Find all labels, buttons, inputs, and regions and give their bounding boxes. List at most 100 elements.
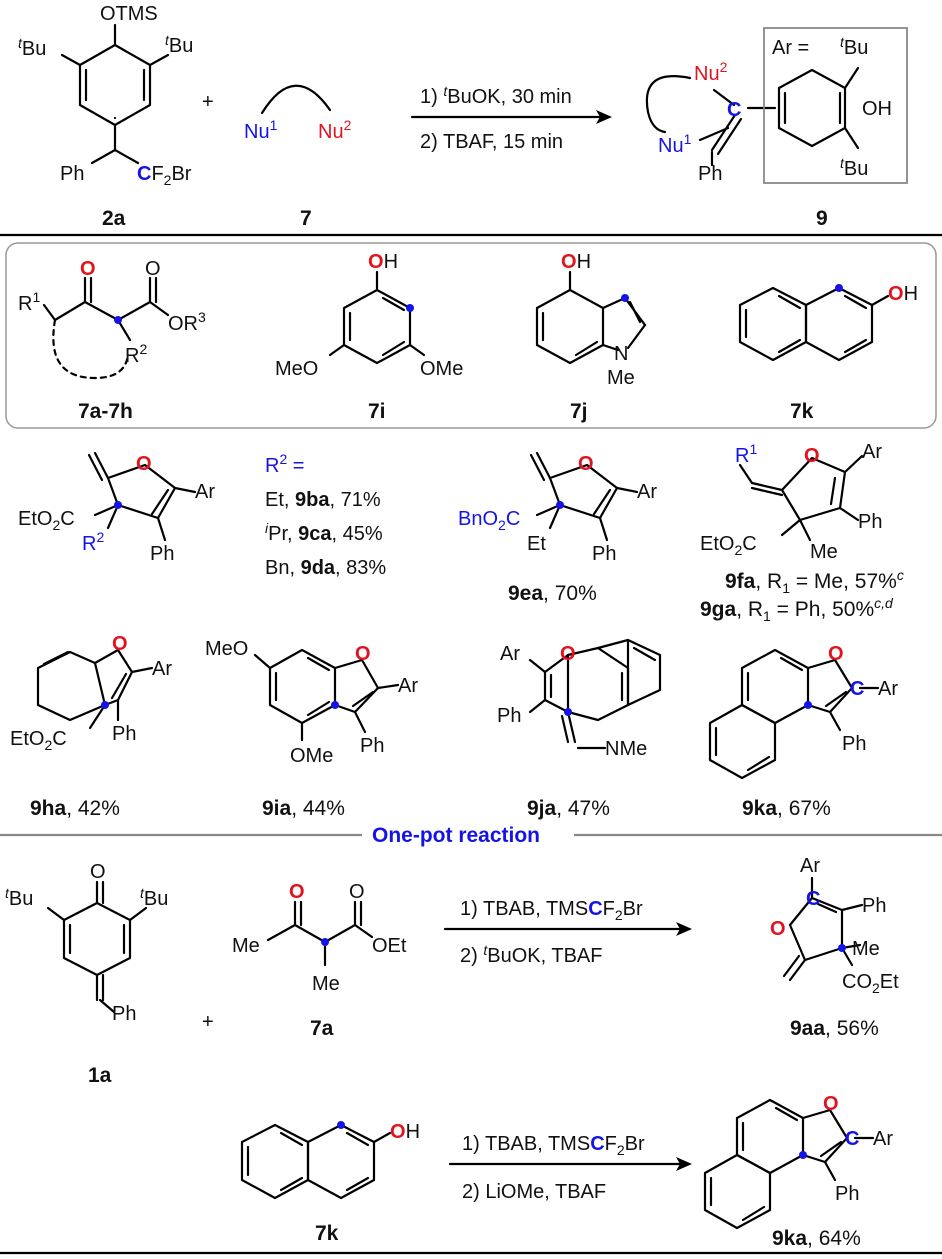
structure-9ja: O Ar Ph NMe [497, 638, 662, 760]
product-carbon: C [727, 99, 741, 121]
structure-9ba-9da: O Ar EtO2C R2 Ph [18, 451, 215, 565]
r1-label: R1 [18, 289, 40, 315]
structure-9ha: O Ar EtO2C Ph [10, 633, 172, 753]
yield-9ba: Et, 9ba, 71% [265, 489, 381, 511]
ph-9ka-onepot: Ph [835, 1183, 859, 1205]
o-9b: O [136, 453, 152, 475]
c-9ka-onepot: C [845, 1128, 859, 1150]
structure-9aa: Ar O C Ph Me CO2Et [770, 855, 899, 996]
condition-1: 1) tBuOK, 30 min [420, 83, 572, 108]
structure-7a: O O Me OEt Me [232, 881, 407, 995]
ph-9ia: Ph [360, 735, 384, 757]
nu2-product: Nu2 [694, 59, 728, 85]
general-reaction: OTMS tBu tBu Ph CF2Br 2a + Nu1 Nu2 7 1) … [18, 3, 908, 230]
o-9ea: O [578, 453, 594, 475]
r2-list: R2 = Et, 9ba, 71% iPr, 9ca, 45% Bn, 9da,… [265, 451, 386, 579]
c-9ka: C [850, 678, 864, 700]
compound-2a-structure: OTMS tBu tBu Ph CF2Br [18, 3, 193, 188]
nu1-product: Nu1 [658, 131, 692, 157]
ph-1a: Ph [112, 1003, 136, 1025]
plus-onepot: + [202, 1011, 214, 1033]
structure-7j: OH N Me [535, 251, 647, 389]
me-7a-left: Me [232, 935, 260, 957]
oh-7k: OH [888, 283, 918, 305]
yield-9ga: 9ga, R1 = Ph, 50%c,d [700, 595, 894, 624]
label-7k: 7k [790, 400, 814, 423]
ar-9ea: Ar [637, 481, 657, 503]
ar-9ka-onepot: Ar [873, 1128, 893, 1150]
nucleophile-structures: R1 O O OR3 R2 7a-7h OH MeO OMe 7i [18, 251, 918, 423]
structure-9ka-onepot: O C Ar Ph [703, 1093, 893, 1230]
compound-7-structure: Nu1 Nu2 [244, 84, 352, 143]
label-7a: 7a [310, 1017, 334, 1040]
nu1-label: Nu1 [244, 117, 278, 143]
onepot-cond-1: 1) TBAB, TMSCF2Br [460, 898, 643, 923]
onepot-cond-2: 2) tBuOK, TBAF [460, 942, 602, 967]
ar-equals: Ar = [772, 37, 809, 59]
ph-9ka: Ph [842, 733, 866, 755]
o-9ia: O [355, 643, 371, 665]
onepot-title: One-pot reaction [372, 824, 540, 847]
yield-9ka-onepot: 9ka, 64% [772, 1227, 861, 1250]
r1-9fa: R1 [735, 441, 757, 467]
me-7j: Me [607, 367, 635, 389]
oh-7j: OH [561, 251, 591, 273]
o-9fa: O [804, 445, 820, 467]
yield-9ca: iPr, 9ca, 45% [265, 520, 383, 545]
ar-9ka: Ar [878, 678, 898, 700]
c-9aa: C [806, 888, 820, 910]
tbu-label-left: tBu [18, 35, 46, 60]
ar-9fa: Ar [862, 441, 882, 463]
o-ester-7a: O [349, 881, 365, 903]
yield-9ha: 9ha, 42% [30, 797, 120, 820]
r2-equals: R2 = [265, 451, 305, 477]
or3-label: OR3 [168, 309, 206, 335]
yield-9ea: 9ea, 70% [508, 582, 597, 605]
tbu-1a-right: tBu [140, 885, 168, 910]
o-9ha: O [112, 633, 128, 655]
ph-9ha: Ph [112, 723, 136, 745]
eto2c-9ha: EtO2C [10, 728, 67, 753]
structure-1a: O tBu tBu Ph [5, 861, 168, 1025]
reaction-arrow-onepot-2: 1) TBAB, TMSCF2Br 2) LiOMe, TBAF [448, 1133, 692, 1203]
ph-product: Ph [698, 163, 722, 185]
ar-9ha: Ar [152, 658, 172, 680]
product-row-2: O Ar EtO2C Ph 9ha, 42% O Ar MeO OMe [10, 633, 898, 820]
o-ketone: O [80, 258, 96, 280]
yield-9ka: 9ka, 67% [742, 797, 831, 820]
eto2c-9fa: EtO2C [700, 533, 757, 558]
o-9ka-onepot: O [823, 1093, 839, 1115]
oh-7i: OH [368, 251, 398, 273]
ph-9fa: Ph [858, 511, 882, 533]
ph-9ja: Ph [497, 705, 521, 727]
oet-7a: OEt [372, 935, 407, 957]
label-2a: 2a [102, 207, 126, 230]
yield-9ia: 9ia, 44% [262, 797, 345, 820]
o-9ja: O [560, 643, 576, 665]
bno2c-9ea: BnO2C [458, 508, 520, 533]
et-9ea: Et [527, 533, 546, 555]
o-1a: O [90, 861, 106, 883]
co2et-9aa: CO2Et [842, 971, 899, 996]
me-9aa: Me [852, 938, 880, 960]
ar-9ja: Ar [500, 643, 520, 665]
structure-9fa-9ga: R1 O Ar Ph EtO2C Me [700, 441, 882, 563]
label-7a-7h: 7a-7h [78, 400, 133, 423]
label-9: 9 [816, 207, 828, 230]
label-1a: 1a [88, 1064, 112, 1087]
label-7j: 7j [570, 400, 588, 423]
ar-9ia: Ar [398, 675, 418, 697]
yield-9da: Bn, 9da, 83% [265, 557, 386, 579]
meo-9ia: MeO [205, 638, 248, 660]
structure-9ea: O Ar BnO2C Et Ph [458, 451, 657, 565]
label-7: 7 [300, 207, 312, 230]
nucleophile-box [5, 242, 937, 429]
eto2c-9b: EtO2C [18, 508, 75, 533]
ph-9aa: Ph [862, 895, 886, 917]
reaction-arrow-onepot-1: 1) TBAB, TMSCF2Br 2) tBuOK, TBAF [443, 898, 692, 967]
structure-7a-7h: R1 O O OR3 R2 [18, 258, 206, 380]
condition-2: 2) TBAF, 15 min [420, 131, 563, 153]
yield-9ja: 9ja, 47% [527, 797, 610, 820]
o-ester: O [145, 258, 161, 280]
